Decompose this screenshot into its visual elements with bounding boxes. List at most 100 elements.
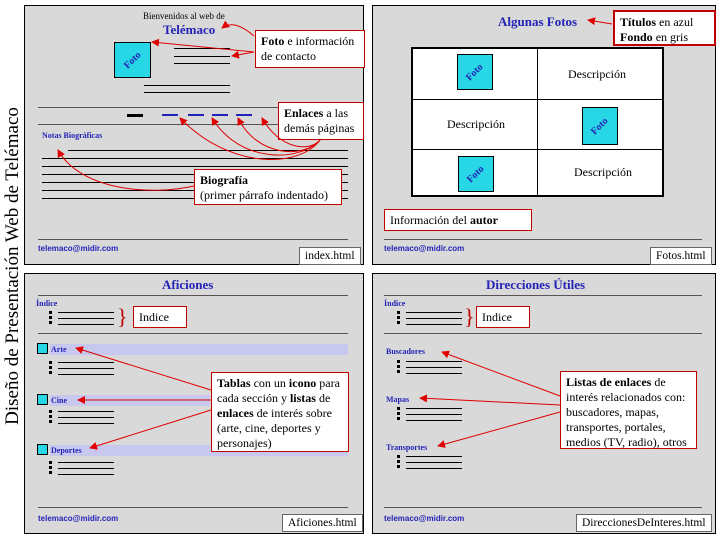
section-icon xyxy=(37,444,48,455)
direcciones-filename: DireccionesDeInteres.html xyxy=(576,514,712,532)
section-line xyxy=(58,417,114,418)
site-name: Telémaco xyxy=(163,22,216,37)
section-line xyxy=(406,420,462,421)
callout-foto-rest: e información de contacto xyxy=(261,34,355,63)
index-foto: Foto xyxy=(114,42,151,78)
callout-tablas-t1: con un xyxy=(250,376,289,390)
info-autor-bold: autor xyxy=(469,213,498,227)
table-vline xyxy=(537,47,538,197)
callout-listas: Listas de enlaces de interés relacionado… xyxy=(560,371,697,449)
index-footer-rule xyxy=(38,239,348,240)
direcciones-divider xyxy=(384,295,702,296)
table-foto-label: Foto xyxy=(464,61,486,83)
section-line xyxy=(406,367,462,368)
table-foto: Foto xyxy=(457,54,493,90)
direcciones-title: Direcciones Útiles xyxy=(486,277,586,292)
section-icon xyxy=(37,343,48,354)
link-bar-black xyxy=(127,114,143,117)
notas-heading: Notas Biográficas xyxy=(42,131,103,140)
direcciones-email: telemaco@midir.com xyxy=(384,514,465,523)
table-hline xyxy=(411,149,664,150)
contact-line xyxy=(174,63,230,64)
aficiones-divider xyxy=(38,295,348,296)
section-arte: Arte xyxy=(51,345,67,354)
callout-tablas-t3: de xyxy=(315,391,331,405)
contact-line xyxy=(174,56,230,57)
section-line xyxy=(406,462,462,463)
section-dots xyxy=(397,455,400,470)
contact-line xyxy=(144,92,230,93)
bio-line xyxy=(68,150,348,151)
section-line xyxy=(58,468,114,469)
callout-tablas-b4: enlaces xyxy=(217,406,254,420)
section-line xyxy=(58,474,114,475)
direcciones-indice: Índice xyxy=(384,299,406,308)
table-foto-label: Foto xyxy=(589,115,611,137)
section-band xyxy=(50,344,348,355)
section-mapas: Mapas xyxy=(386,395,410,404)
callout-tablas-b3: listas xyxy=(289,391,316,405)
brace: } xyxy=(117,304,128,329)
callout-bio: Biografía(primer párrafo indentado) xyxy=(194,169,342,205)
indice-dots xyxy=(49,311,52,326)
indice-line xyxy=(58,312,114,313)
index-divider xyxy=(38,107,348,108)
side-title: Diseño de Presentación Web de Telémaco xyxy=(0,6,26,526)
table-desc: Descripción xyxy=(568,67,626,81)
aficiones-email: telemaco@midir.com xyxy=(38,514,119,523)
table-foto: Foto xyxy=(582,107,618,145)
section-dots xyxy=(397,407,400,422)
fotos-title: Algunas Fotos xyxy=(498,14,578,29)
section-line xyxy=(406,408,462,409)
callout-listas-t1: de interés relacionados con: buscadores,… xyxy=(566,375,687,449)
fotos-filename: Fotos.html xyxy=(650,247,712,265)
bio-line xyxy=(42,166,348,167)
indice-line xyxy=(406,318,462,319)
table-foto-label: Foto xyxy=(465,163,487,185)
info-autor-pre: Información del xyxy=(390,213,470,227)
table-desc: Descripción xyxy=(447,117,505,131)
table-desc: Descripción xyxy=(574,165,632,179)
callout-bio-bold: Biografía xyxy=(200,173,248,187)
callout-enlaces-bold: Enlaces xyxy=(284,106,324,120)
section-dots xyxy=(49,461,52,476)
section-band xyxy=(50,445,348,456)
table-foto: Foto xyxy=(458,156,494,192)
section-dots xyxy=(397,360,400,375)
welcome-text: Bienvenidos al web de xyxy=(143,11,225,21)
section-line xyxy=(58,423,114,424)
section-deportes: Deportes xyxy=(51,446,82,455)
index-email: telemaco@midir.com xyxy=(38,244,119,253)
section-dots xyxy=(49,361,52,376)
link-bar xyxy=(236,114,252,116)
section-line xyxy=(58,362,114,363)
indice-line xyxy=(406,324,462,325)
contact-line xyxy=(144,85,230,86)
index-filename: index.html xyxy=(299,247,361,265)
aficiones-indice: Índice xyxy=(36,299,58,308)
callout-titulos: Títulos en azul Fondo en gris xyxy=(613,10,716,46)
section-line xyxy=(406,373,462,374)
section-line xyxy=(406,414,462,415)
section-line xyxy=(406,456,462,457)
link-bar xyxy=(162,114,178,116)
link-bar xyxy=(188,114,204,116)
callout-tablas-b2: icono xyxy=(288,376,317,390)
callout-titulos-rest: en azul xyxy=(656,15,694,29)
indice-line xyxy=(58,318,114,319)
callout-foto: Foto e información de contacto xyxy=(255,30,365,68)
bio-line xyxy=(42,158,348,159)
section-line xyxy=(58,368,114,369)
section-band xyxy=(50,395,210,406)
callout-tablas-t2: para cada sección y xyxy=(217,376,340,405)
callout-fondo-bold: Fondo xyxy=(620,30,653,44)
callout-titulos-bold: Títulos xyxy=(620,15,657,29)
aficiones-filename: Aficiones.html xyxy=(282,514,363,532)
aficiones-divider xyxy=(38,333,348,334)
aficiones-indice-label: Indice xyxy=(133,306,187,328)
section-icon xyxy=(37,394,48,405)
callout-bio-rest: (primer párrafo indentado) xyxy=(200,188,328,202)
section-line xyxy=(58,374,114,375)
direcciones-indice-label: Indice xyxy=(476,306,530,328)
section-line xyxy=(58,411,114,412)
